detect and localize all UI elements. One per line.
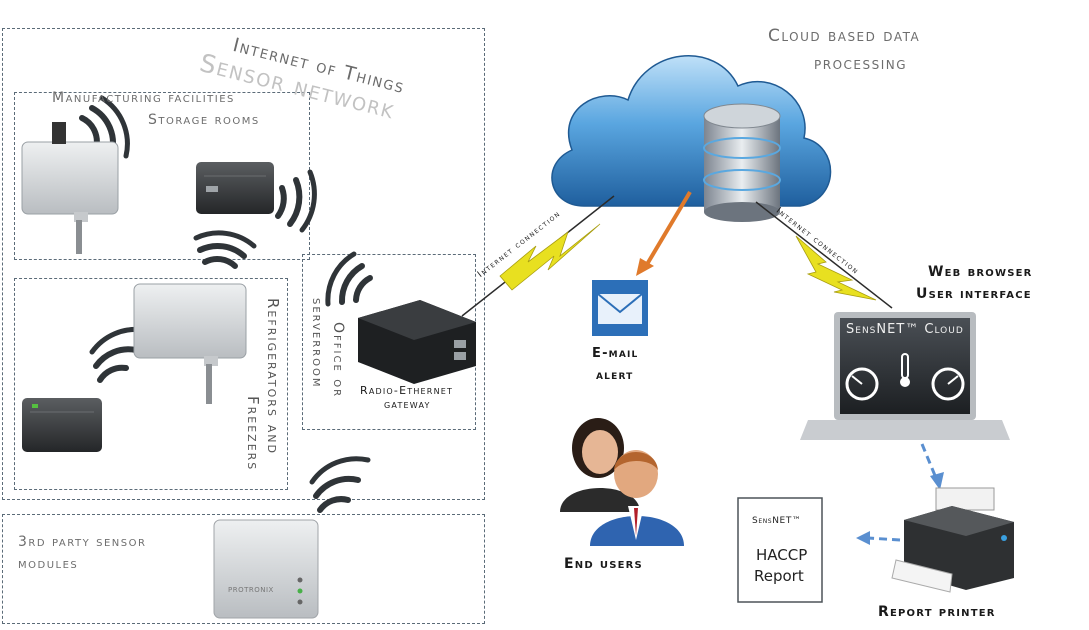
- haccp-report-document: [737, 497, 823, 603]
- temperature-sensor-icon: [21, 122, 119, 254]
- wireless-sensor-icon: [22, 398, 102, 452]
- report-brand: SensNET™: [752, 516, 802, 526]
- printer-icon: [891, 487, 1014, 593]
- serverroom-label: serverroom: [309, 298, 325, 389]
- office-label: Office or: [330, 322, 346, 399]
- gateway-label-line1: Radio-Ethernet: [360, 384, 454, 397]
- refrigerators-label: Refrigerators and: [264, 298, 282, 455]
- wireless-sensor-icon: [196, 162, 274, 214]
- laptop-screen-brand: SensNET™ Cloud: [846, 322, 964, 337]
- email-alert-arrow: [636, 190, 692, 276]
- cloud-title-line1: Cloud based data: [768, 26, 921, 46]
- gateway-label-line2: gateway: [384, 398, 431, 411]
- report-title-line1: HACCP: [756, 546, 808, 564]
- sensor-module-icon: [213, 519, 319, 619]
- wifi-signal-icon: [79, 95, 373, 513]
- cloud-title-line2: processing: [814, 54, 908, 74]
- storage-label: Storage rooms: [148, 112, 260, 128]
- third-party-zone: [2, 514, 485, 624]
- web-browser-label: Web browser: [928, 264, 1033, 280]
- refrigerators-zone: [14, 278, 288, 490]
- email-label-line1: E-mail: [592, 346, 639, 361]
- envelope-icon: [592, 280, 648, 336]
- temperature-sensor-icon: [133, 283, 247, 404]
- end-users-icon: [560, 418, 684, 546]
- print-flow-arrow: [920, 443, 944, 490]
- user-interface-label: User interface: [916, 286, 1032, 302]
- internet-connection-line-right: [755, 201, 893, 309]
- manufacturing-label: Manufacturing facilities: [52, 90, 235, 106]
- report-title-line2: Report: [754, 567, 804, 585]
- freezers-label: Freezers: [244, 396, 262, 472]
- report-output-arrow: [856, 531, 901, 545]
- email-label-line2: alert: [596, 368, 634, 383]
- third-party-label-line1: 3rd party sensor: [18, 534, 147, 550]
- radio-ethernet-gateway-icon: [358, 300, 476, 384]
- lightning-bolt-icon: [499, 223, 601, 291]
- lightning-bolt-icon: [795, 235, 877, 301]
- cloud-icon: [551, 55, 832, 207]
- third-party-label-line2: modules: [18, 556, 79, 572]
- database-icon: [703, 103, 781, 222]
- laptop-icon: [800, 312, 1010, 440]
- module-brand-label: PROTRONIX: [228, 586, 274, 594]
- end-users-label: End users: [564, 556, 643, 572]
- report-printer-label: Report printer: [878, 604, 996, 620]
- iot-network-zone: [2, 28, 485, 500]
